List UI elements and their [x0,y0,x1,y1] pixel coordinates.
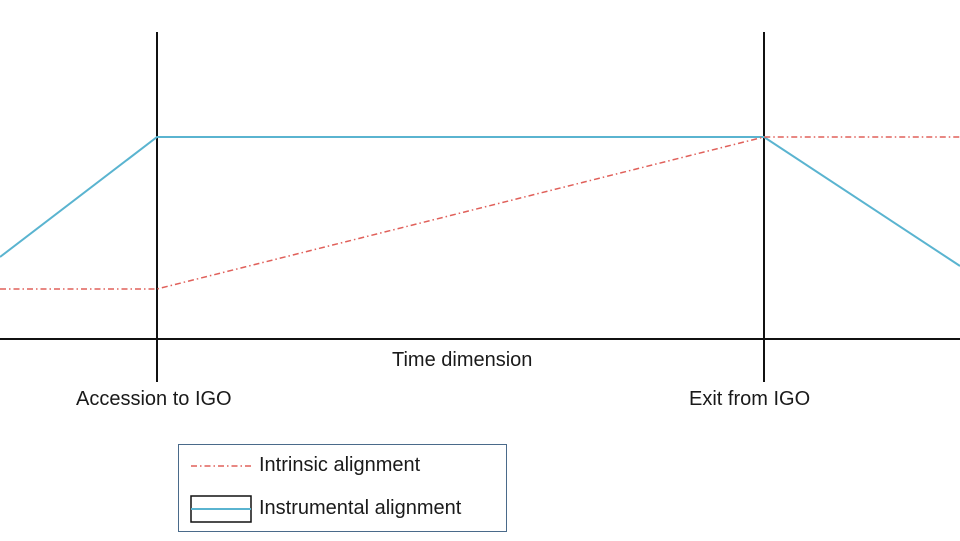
instrumental-swatch [190,495,252,523]
exit-label: Exit from IGO [689,388,811,410]
intrinsic-swatch [191,465,251,467]
intrinsic-alignment-line [0,136,960,290]
legend-item-intrinsic: Intrinsic alignment [179,451,506,481]
legend-item-instrumental: Instrumental alignment [179,494,506,524]
instrumental-legend-label: Instrumental alignment [259,497,462,519]
instrumental-alignment-line [0,136,960,267]
legend-box: Intrinsic alignment Instrumental alignme… [178,444,507,532]
intrinsic-legend-label: Intrinsic alignment [259,454,421,476]
accession-label: Accession to IGO [76,388,232,410]
time-dimension-label: Time dimension [392,349,533,371]
